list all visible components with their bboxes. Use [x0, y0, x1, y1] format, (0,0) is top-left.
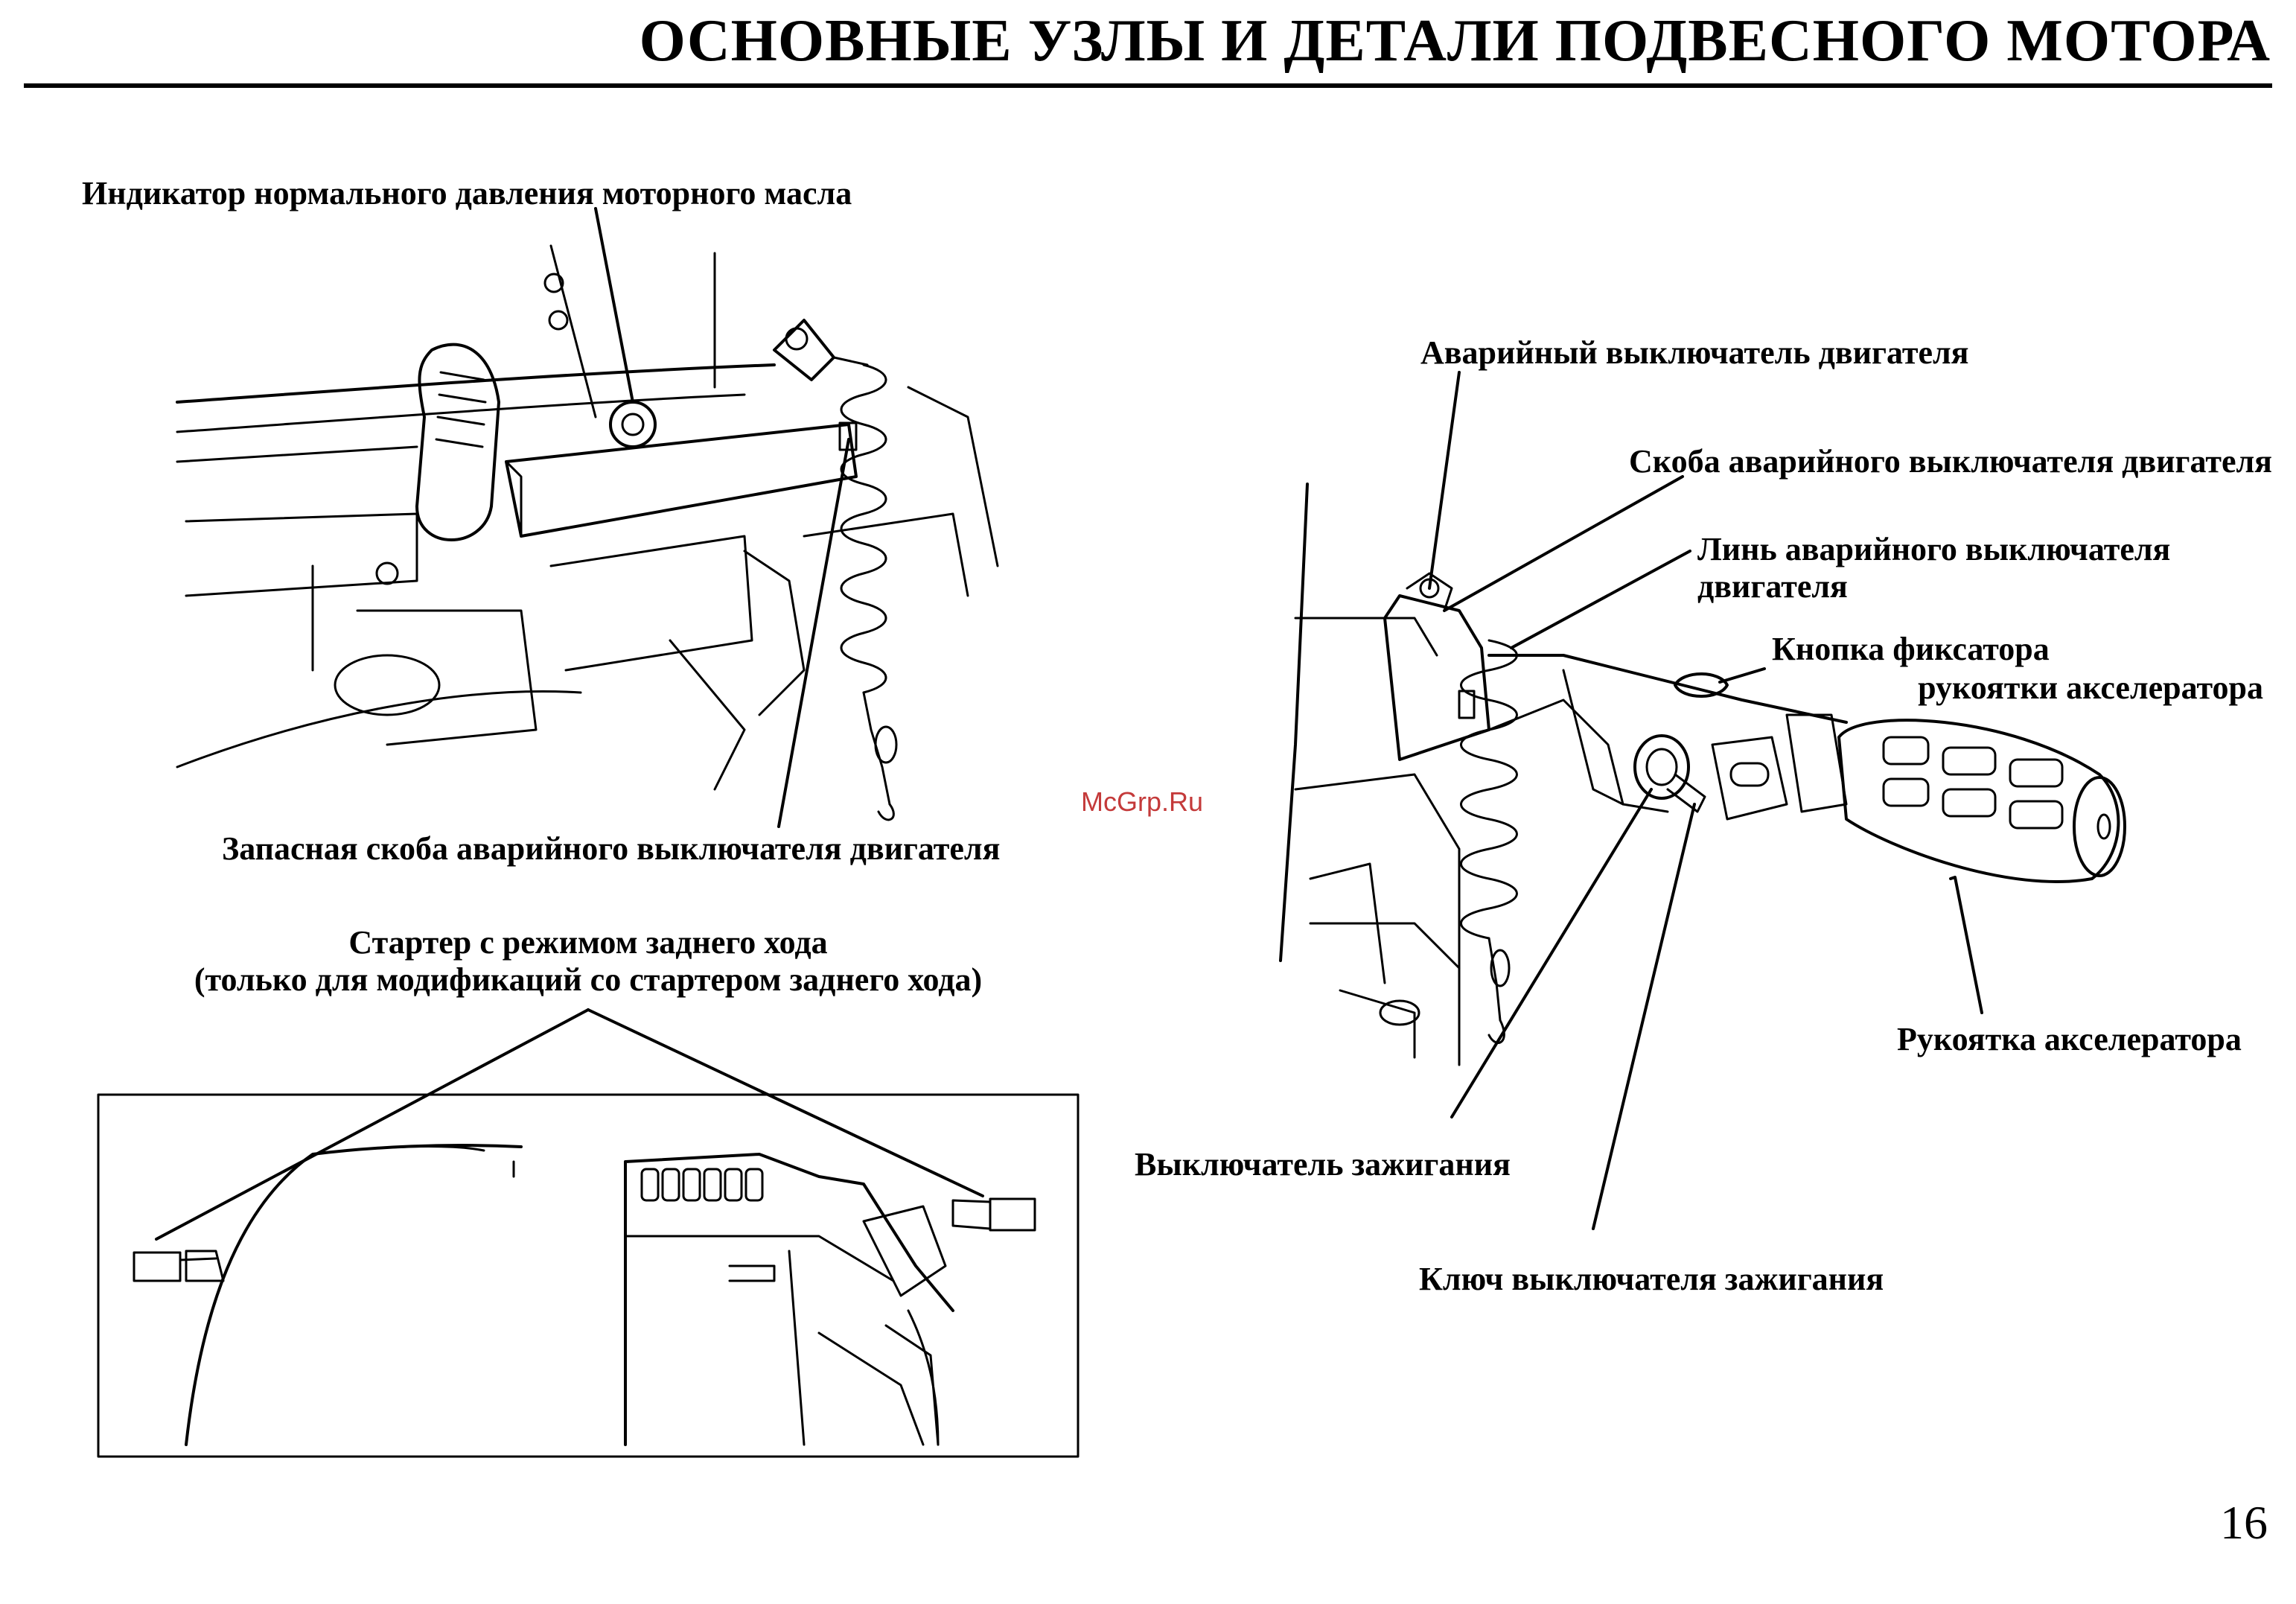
label-lanyard-line1: Линь аварийного выключателя	[1697, 531, 2171, 567]
starter-drawing	[133, 1144, 1036, 1446]
label-spare-clip: Запасная скоба аварийного выключателя дв…	[222, 830, 1001, 867]
leader-lanyard	[1510, 550, 1691, 649]
page-title: ОСНОВНЫЕ УЗЛЫ И ДЕТАЛИ ПОДВЕСНОГО МОТОРА	[639, 8, 2271, 74]
label-kill-switch: Аварийный выключатель двигателя	[1420, 334, 1969, 371]
page-number: 16	[2220, 1496, 2268, 1549]
leader-kill-clip	[1443, 475, 1684, 612]
title-rule	[24, 83, 2272, 88]
leader-starter-left	[155, 1008, 590, 1241]
label-lanyard-line2: двигателя	[1697, 568, 1848, 605]
label-throttle-grip: Рукоятка акселератора	[1897, 1021, 2242, 1057]
leader-oil-indicator	[594, 207, 634, 404]
oil-indicator-drawing	[176, 244, 999, 821]
leader-spare-clip	[777, 438, 850, 828]
label-oil-indicator: Индикатор нормального давления моторного…	[82, 175, 852, 211]
label-lock-button-line2: рукоятки акселератора	[1918, 669, 2263, 706]
tiller-handle-drawing	[1279, 483, 2126, 1066]
leader-ignition-switch	[1450, 788, 1653, 1118]
leader-kill-switch	[1428, 371, 1461, 590]
label-lock-button-line1: Кнопка фиксатора	[1772, 631, 2050, 667]
leader-lock-button	[1718, 667, 1766, 684]
label-ignition-key: Ключ выключателя зажигания	[1419, 1261, 1884, 1297]
leader-throttle-grip	[1949, 876, 1983, 1014]
label-starter-line2: (только для модификаций со стартером зад…	[194, 961, 983, 998]
label-ignition-switch: Выключатель зажигания	[1135, 1146, 1511, 1183]
leader-starter-right	[587, 1008, 984, 1197]
watermark: McGrp.Ru	[1081, 786, 1204, 817]
starter-frame	[97, 1093, 1080, 1458]
leader-ignition-key	[1592, 803, 1696, 1230]
label-kill-clip: Скоба аварийного выключателя двигателя	[1629, 443, 2272, 480]
label-starter-line1: Стартер с режимом заднего хода	[348, 924, 828, 961]
